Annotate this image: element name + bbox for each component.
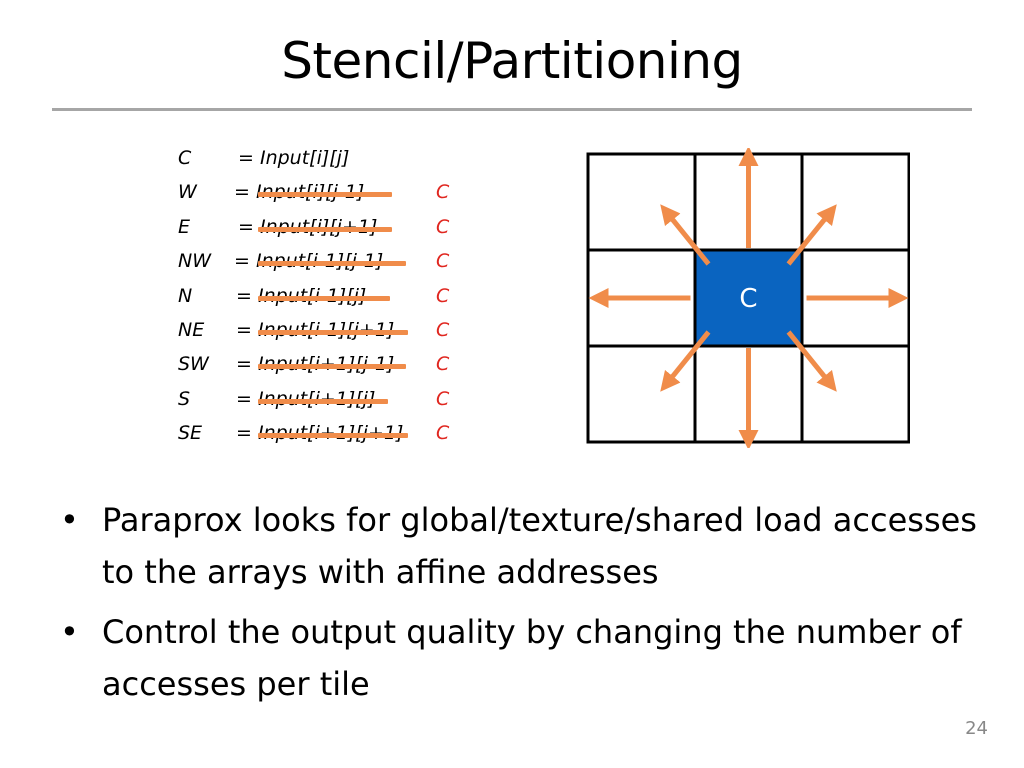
- code-expression: = Input[i][j]: [238, 147, 350, 169]
- title-divider: [52, 108, 972, 111]
- arrow-southwest: [660, 330, 711, 392]
- cached-marker: C: [436, 387, 450, 410]
- cached-marker: C: [436, 250, 450, 273]
- code-variable: N: [178, 284, 193, 307]
- code-variable: S: [178, 387, 191, 410]
- arrow-northeast: [786, 204, 837, 266]
- strike-through-line: [258, 226, 392, 232]
- strike-through-line: [258, 295, 390, 301]
- code-variable: NE: [178, 318, 205, 341]
- bullet-item: • Control the output quality by changing …: [60, 606, 980, 710]
- code-variable: E: [178, 215, 191, 238]
- code-variable: W: [178, 181, 197, 204]
- cached-marker: C: [436, 215, 450, 238]
- grid-cell: [800, 152, 910, 252]
- code-variable: NW: [178, 250, 211, 273]
- code-variable: C: [178, 147, 192, 169]
- strike-through-line: [258, 398, 388, 404]
- bullet-dot: •: [60, 613, 79, 651]
- arrow-northwest: [660, 204, 711, 266]
- arrow-southeast: [786, 330, 837, 392]
- strike-through-line: [258, 329, 408, 335]
- strike-through-line: [258, 433, 408, 439]
- strike-through-line: [258, 192, 392, 198]
- code-variable: SE: [178, 422, 203, 445]
- bullet-text: Control the output quality by changing t…: [102, 613, 962, 703]
- center-cell-label: C: [739, 284, 757, 314]
- page-number: 24: [965, 718, 988, 739]
- code-variable: SW: [178, 353, 209, 376]
- grid-cell: [586, 344, 697, 444]
- stencil-grid-diagram: C: [586, 148, 910, 448]
- cached-marker: C: [436, 422, 450, 445]
- bullet-text: Paraprox looks for global/texture/shared…: [102, 501, 977, 591]
- cached-marker: C: [436, 181, 450, 204]
- bullet-list: • Paraprox looks for global/texture/share…: [60, 494, 980, 718]
- cached-marker: C: [436, 353, 450, 376]
- strike-through-line: [258, 261, 406, 267]
- grid-cell: [586, 152, 697, 252]
- cached-marker: C: [436, 284, 450, 307]
- grid-cell: [800, 344, 910, 444]
- bullet-dot: •: [60, 501, 79, 539]
- strike-through-line: [258, 364, 406, 370]
- cached-marker: C: [436, 318, 450, 341]
- bullet-item: • Paraprox looks for global/texture/share…: [60, 494, 980, 598]
- slide-title: Stencil/Partitioning: [281, 32, 743, 90]
